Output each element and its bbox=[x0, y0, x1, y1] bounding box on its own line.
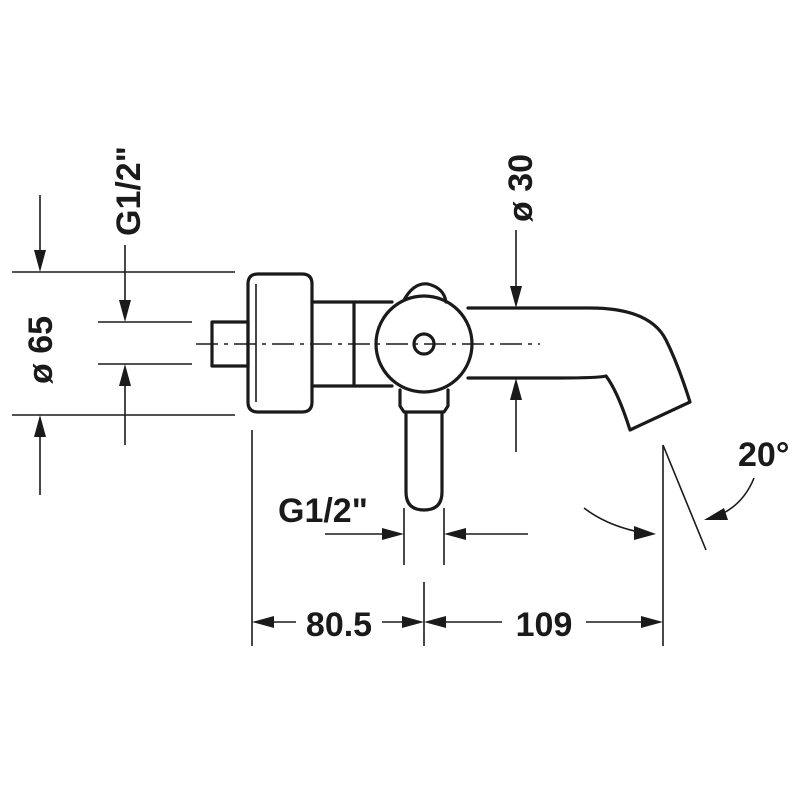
bottom-outlet bbox=[404, 410, 444, 512]
handle-lever-icon bbox=[402, 282, 448, 304]
tap-body bbox=[210, 272, 692, 512]
spout-projection-label: 109 bbox=[516, 606, 573, 644]
spout-angle-label: 20° bbox=[738, 436, 789, 474]
bottom-thread-label: G1/2" bbox=[278, 492, 368, 530]
dimension-labels: ø 65 G1/2" ø 30 G1/2" 80.5 109 20° bbox=[22, 146, 789, 644]
bottom-nut bbox=[398, 388, 450, 414]
body-diameter-label: ø 65 bbox=[22, 316, 60, 384]
valve-center bbox=[412, 332, 436, 356]
spout-diameter-label: ø 30 bbox=[502, 154, 540, 222]
dimension-lines bbox=[34, 195, 755, 628]
extension-lines bbox=[12, 271, 707, 646]
valve-disc bbox=[374, 294, 474, 394]
horizontal-offset-label: 80.5 bbox=[306, 606, 372, 644]
wall-thread-label: G1/2" bbox=[110, 146, 148, 236]
rosette bbox=[246, 272, 314, 414]
spout bbox=[466, 306, 692, 432]
